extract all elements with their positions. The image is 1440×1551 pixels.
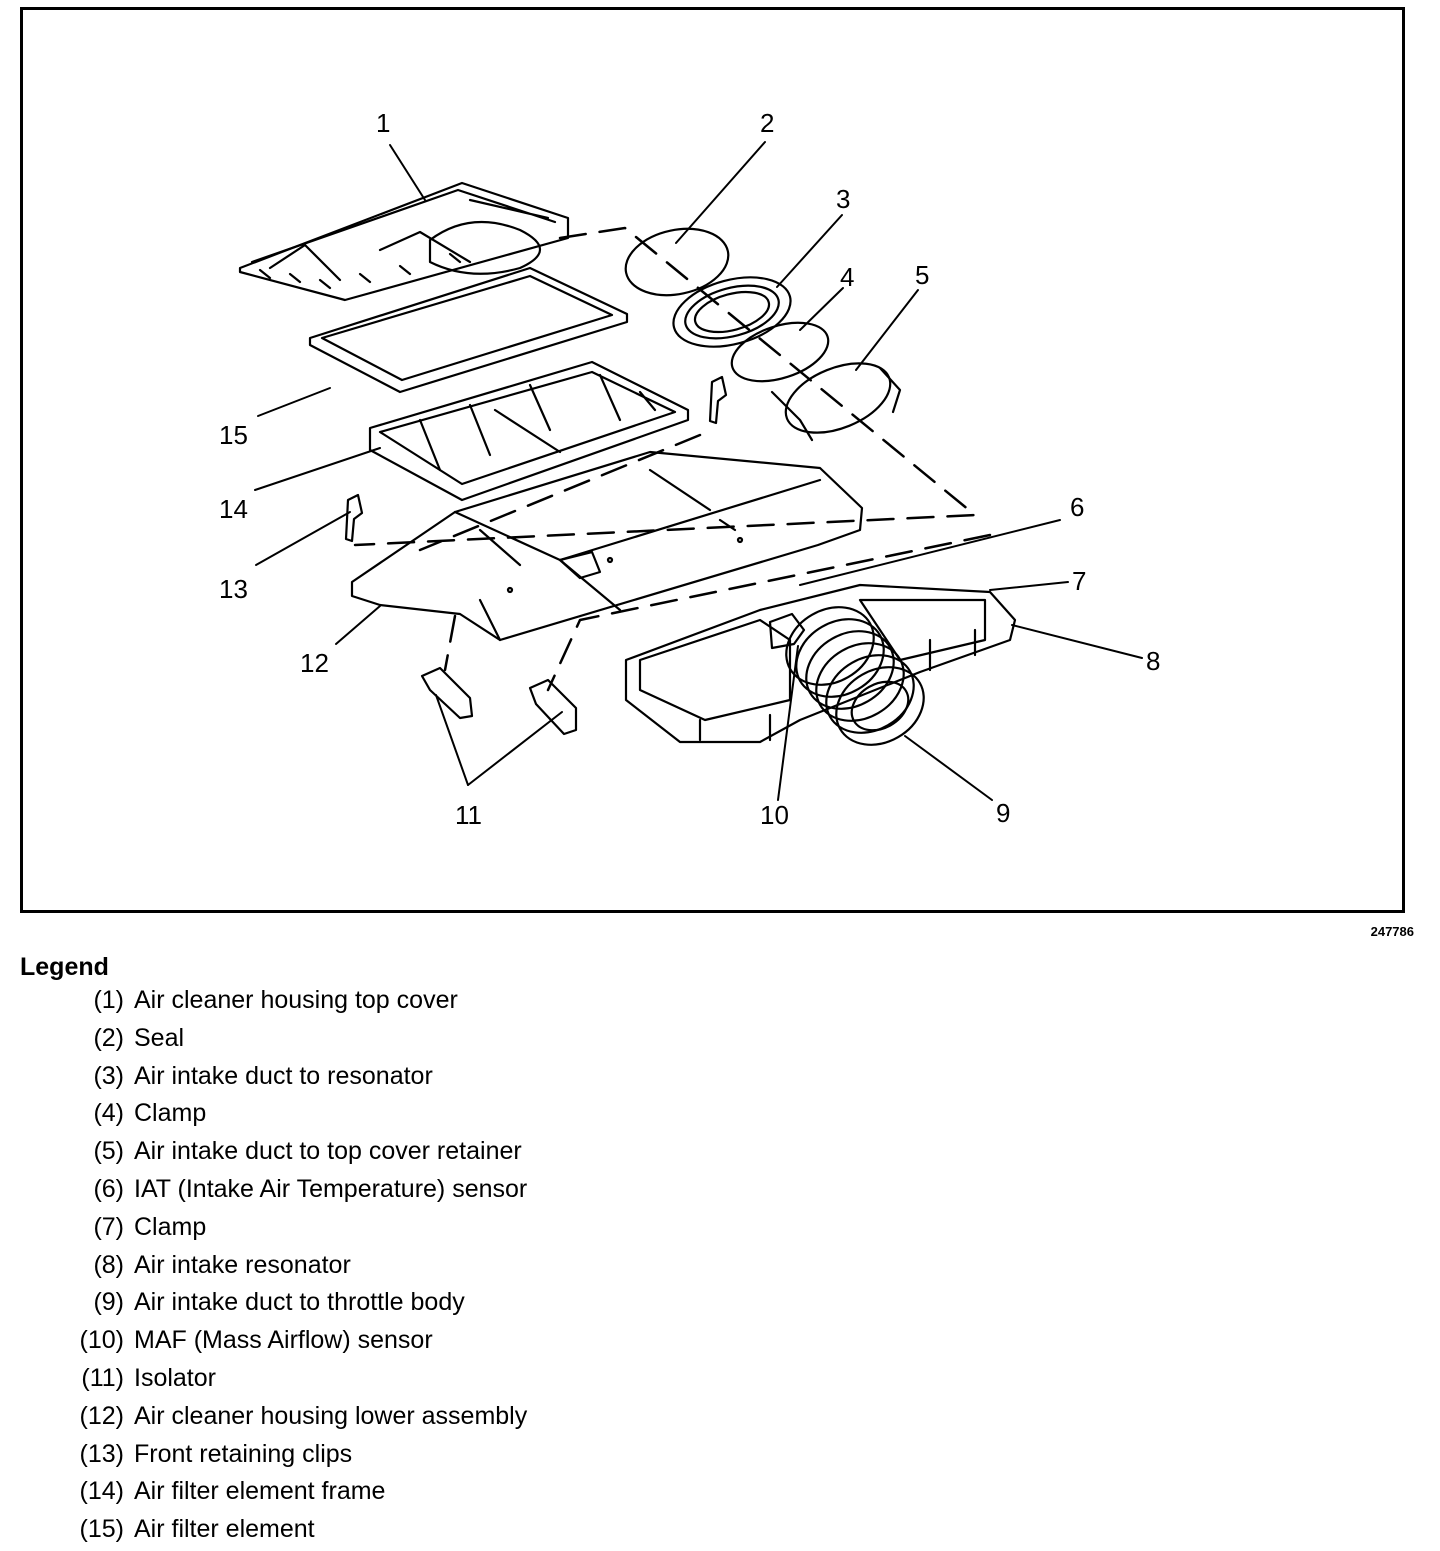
legend-item-number: (13): [79, 1439, 124, 1468]
legend-item-number: (11): [81, 1363, 124, 1392]
callout-13: 13: [219, 574, 248, 604]
callout-12: 12: [300, 648, 329, 678]
legend-item: (7) Clamp: [60, 1211, 527, 1249]
legend-item: (13) Front retaining clips: [60, 1438, 527, 1476]
callout-11: 11: [455, 800, 482, 830]
front-clip-part: [344, 493, 364, 543]
legend-item: (12) Air cleaner housing lower assembly: [60, 1400, 528, 1438]
legend-item-label: Air cleaner housing top cover: [134, 986, 458, 1014]
callout-2: 2: [760, 108, 774, 138]
callout-labels: 1 2 3 4 5 6 7 8 9 10 11 12 13 14 15: [219, 108, 1160, 830]
legend-item-label: Isolator: [134, 1363, 216, 1392]
legend-item-number: (1): [93, 986, 124, 1014]
callout-7: 7: [1072, 566, 1086, 596]
legend-item-number: (10): [79, 1326, 124, 1355]
legend-item-number: (3): [93, 1061, 124, 1090]
legend-item-label: Clamp: [134, 1212, 207, 1241]
isolator-right-part: [528, 678, 578, 736]
legend-item: (9) Air intake duct to throttle body: [60, 1286, 527, 1324]
legend-item-label: Seal: [134, 1023, 185, 1052]
legend-item: (8) Air intake resonator: [60, 1249, 527, 1287]
legend-item-number: (8): [93, 1250, 124, 1279]
callout-4: 4: [840, 262, 854, 292]
legend-title: Legend: [20, 953, 109, 981]
legend-item: (11) Isolator: [60, 1362, 527, 1400]
throttle-duct-part: [785, 606, 925, 746]
retainer-part: [770, 362, 902, 442]
exploded-view-diagram: 1 2 3 4 5 6 7 8 9 10 11 12 13 14 15: [219, 108, 1160, 830]
top-cover-part: [238, 181, 570, 302]
diagram-frame: [20, 7, 1405, 913]
legend-item-number: (2): [93, 1023, 124, 1052]
callout-3: 3: [836, 184, 850, 214]
legend-item-number: (12): [79, 1401, 124, 1430]
legend-item: (10) MAF (Mass Airflow) sensor: [60, 1324, 527, 1362]
clamp-part: [730, 321, 830, 383]
callout-15: 15: [219, 420, 248, 450]
legend-item-label: Air intake duct to top cover retainer: [134, 1137, 522, 1166]
legend-item-label: Air filter element frame: [134, 1477, 386, 1506]
callout-14: 14: [219, 494, 248, 524]
callout-9: 9: [996, 798, 1010, 828]
legend-item: (5) Air intake duct to top cover retainer: [60, 1135, 527, 1173]
legend-item: (3) Air intake duct to resonator: [60, 1060, 527, 1098]
legend-item: (6) IAT (Intake Air Temperature) sensor: [60, 1173, 527, 1211]
legend-item-number: (9): [93, 1288, 124, 1317]
callout-10: 10: [760, 800, 789, 830]
figure-number: 247786: [1370, 924, 1414, 939]
legend-item-number: (6): [93, 1174, 124, 1203]
legend-item-number: (15): [79, 1515, 124, 1544]
legend-item-label: Front retaining clips: [134, 1439, 353, 1468]
legend-item: (2) Seal: [60, 1022, 527, 1060]
legend-list: (1) Air cleaner housing top cover (2) Seal…: [60, 984, 528, 1551]
legend-item-label: Air intake resonator: [134, 1250, 351, 1279]
legend-item: (1) Air cleaner housing top cover: [60, 984, 527, 1022]
legend-item-label: IAT (Intake Air Temperature) sensor: [134, 1174, 528, 1203]
legend-item: (4) Clamp: [60, 1097, 527, 1135]
filter-frame-part: [368, 360, 690, 502]
air-filter-element-part: [308, 266, 629, 394]
callout-5: 5: [915, 260, 929, 290]
legend-item-label: Air intake duct to resonator: [134, 1061, 433, 1090]
resonator-part: [624, 583, 1017, 744]
duct-to-resonator-part: [672, 276, 792, 348]
legend-item-number: (14): [79, 1477, 124, 1506]
maf-sensor-part: [768, 612, 806, 650]
legend-item-number: (7): [93, 1212, 124, 1241]
legend-item-label: MAF (Mass Airflow) sensor: [134, 1326, 433, 1355]
legend-item-number: (4): [93, 1099, 124, 1128]
legend-item-label: Air filter element: [134, 1515, 315, 1544]
legend-item: (14) Air filter element frame: [60, 1475, 527, 1513]
legend-item-label: Air intake duct to throttle body: [134, 1288, 465, 1317]
lower-housing-part: [350, 450, 864, 642]
callout-6: 6: [1070, 492, 1084, 522]
legend-item: (15) Air filter element: [60, 1513, 527, 1551]
legend-item-number: (5): [93, 1137, 124, 1166]
callout-8: 8: [1146, 646, 1160, 676]
isolator-left-part: [420, 666, 474, 720]
legend-item-label: Air cleaner housing lower assembly: [134, 1401, 528, 1430]
legend-item-label: Clamp: [134, 1099, 207, 1128]
callout-1: 1: [376, 108, 390, 138]
seal-part: [624, 227, 730, 297]
